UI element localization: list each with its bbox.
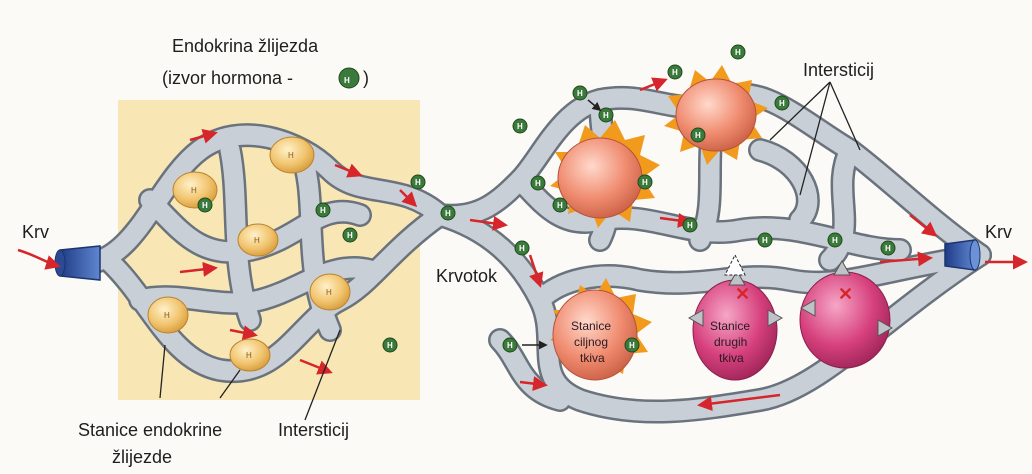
blood-in-label: Krv bbox=[22, 222, 49, 242]
target-cells-label-line3: tkiva bbox=[580, 351, 605, 365]
endocrine-cell: H bbox=[230, 339, 270, 371]
hormone-icon: H bbox=[343, 228, 357, 242]
target-cells-label-line2: ciljnog bbox=[574, 335, 608, 349]
hormone-icon: H bbox=[775, 96, 789, 110]
endocrine-cell: H bbox=[238, 224, 278, 256]
dashed-receptor-icon bbox=[725, 255, 745, 275]
svg-text:H: H bbox=[885, 244, 891, 253]
svg-text:✕: ✕ bbox=[838, 284, 853, 304]
interstitium-bottom-label: Intersticij bbox=[278, 420, 349, 440]
svg-text:H: H bbox=[557, 201, 563, 210]
hormone-icon: H bbox=[668, 65, 682, 79]
svg-text:H: H bbox=[445, 209, 451, 218]
hormone-icon: H bbox=[599, 108, 613, 122]
svg-text:H: H bbox=[517, 122, 523, 131]
bloodstream-label: Krvotok bbox=[436, 266, 498, 286]
svg-text:H: H bbox=[603, 111, 609, 120]
interstitium-top-label: Intersticij bbox=[803, 60, 874, 80]
endocrine-cell: H bbox=[148, 297, 188, 333]
svg-text:H: H bbox=[507, 341, 513, 350]
gland-title-line1: Endokrina žlijezda bbox=[172, 36, 319, 56]
svg-text:H: H bbox=[164, 311, 170, 320]
svg-text:H: H bbox=[246, 351, 252, 360]
gland-title-line2: (izvor hormona - bbox=[162, 68, 293, 88]
svg-text:H: H bbox=[326, 288, 332, 297]
svg-text:H: H bbox=[779, 99, 785, 108]
hormone-icon: H bbox=[638, 175, 652, 189]
svg-text:H: H bbox=[672, 68, 678, 77]
hormone-legend-icon: H bbox=[339, 68, 359, 88]
hormone-icon: H bbox=[503, 338, 517, 352]
svg-text:H: H bbox=[832, 236, 838, 245]
svg-text:H: H bbox=[254, 236, 260, 245]
hormone-icon: H bbox=[881, 241, 895, 255]
gland-title-line2-suffix: ) bbox=[363, 68, 369, 88]
svg-text:H: H bbox=[642, 178, 648, 187]
endocrine-cell: H bbox=[270, 137, 314, 173]
hormone-icon: H bbox=[531, 176, 545, 190]
svg-text:H: H bbox=[519, 244, 525, 253]
svg-text:H: H bbox=[762, 236, 768, 245]
hormone-icon: H bbox=[828, 233, 842, 247]
target-cells-label-line1: Stanice bbox=[571, 319, 611, 333]
hormone-icon: H bbox=[731, 45, 745, 59]
svg-text:H: H bbox=[415, 178, 421, 187]
hormone-icon: H bbox=[513, 119, 527, 133]
hormone-icon: H bbox=[553, 198, 567, 212]
hormone-icon: H bbox=[691, 128, 705, 142]
blood-out-label: Krv bbox=[985, 222, 1012, 242]
hormone-icon: H bbox=[316, 203, 330, 217]
hormone-icon: H bbox=[198, 198, 212, 212]
blocked-x-icon: ✕ bbox=[735, 284, 750, 304]
svg-text:H: H bbox=[320, 206, 326, 215]
hormone-icon: H bbox=[515, 241, 529, 255]
svg-text:H: H bbox=[191, 186, 197, 195]
svg-text:H: H bbox=[735, 48, 741, 57]
endocrine-cells-label-line1: Stanice endokrine bbox=[78, 420, 222, 440]
endocrine-cells-label-line2: žlijezde bbox=[112, 447, 172, 467]
svg-text:H: H bbox=[202, 201, 208, 210]
hormone-icon: H bbox=[411, 175, 425, 189]
hormone-icon: H bbox=[441, 206, 455, 220]
svg-text:H: H bbox=[535, 179, 541, 188]
hormone-icon: H bbox=[573, 86, 587, 100]
other-cells-label-line3: tkiva bbox=[719, 351, 744, 365]
hormone-icon: H bbox=[383, 338, 397, 352]
svg-text:H: H bbox=[695, 131, 701, 140]
svg-text:H: H bbox=[629, 341, 635, 350]
incoming-vessel-opening bbox=[55, 250, 65, 276]
other-cells-label-line1: Stanice bbox=[710, 319, 750, 333]
hormone-icon: H bbox=[625, 338, 639, 352]
svg-text:H: H bbox=[344, 76, 350, 85]
svg-text:H: H bbox=[387, 341, 393, 350]
hormone-icon: H bbox=[758, 233, 772, 247]
outgoing-vessel-opening bbox=[970, 240, 980, 270]
svg-text:H: H bbox=[577, 89, 583, 98]
hormone-icon: H bbox=[683, 218, 697, 232]
incoming-vessel-end bbox=[60, 246, 100, 280]
svg-text:H: H bbox=[288, 151, 294, 160]
svg-text:H: H bbox=[347, 231, 353, 240]
other-cells-label-line2: drugih bbox=[714, 335, 747, 349]
endocrine-cell: H bbox=[310, 274, 350, 310]
svg-text:H: H bbox=[687, 221, 693, 230]
